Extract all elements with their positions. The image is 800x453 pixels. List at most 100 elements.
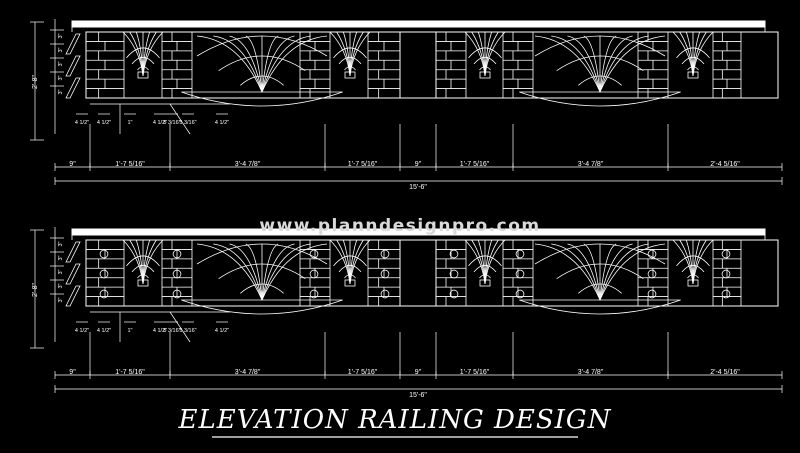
fan-bar [213, 35, 263, 93]
fan-base [687, 279, 699, 287]
fan-bar [551, 243, 601, 301]
fan-arc [676, 255, 710, 267]
brick-panel [367, 31, 401, 99]
brick-panel [161, 239, 193, 307]
fan-arc [240, 75, 284, 86]
circle-ornament [380, 289, 390, 299]
fan-bar [534, 243, 601, 301]
circle-ornament [515, 269, 525, 279]
fan-arc [578, 283, 622, 294]
fan-bar [567, 35, 601, 93]
dim-label-segment: 3'-4 7/8" [578, 161, 604, 168]
brick-panel [299, 239, 331, 307]
bowl-curve [519, 299, 681, 315]
dim-label-small: 3" [58, 89, 64, 94]
brick-panel [161, 31, 193, 99]
fan-arc [196, 243, 328, 265]
dim-label-detail: 1" [127, 120, 132, 126]
brick-panel [299, 31, 331, 99]
brick-panel [435, 239, 467, 307]
circle-ornament [449, 289, 459, 299]
fan-arc [333, 47, 367, 59]
zigzag-detail [65, 33, 81, 99]
circle-ornament [99, 249, 109, 259]
circle-ornament [309, 269, 319, 279]
brick-panel [367, 239, 401, 307]
dim-label-detail: 5 3/16" [163, 120, 180, 126]
dim-label-segment: 1'-7 5/16" [348, 161, 378, 168]
brick-panel [435, 31, 467, 99]
circle-ornament [99, 289, 109, 299]
dim-label-detail: 4 1/2" [75, 328, 89, 334]
fan-arc [556, 55, 644, 71]
elevation-lower: 2'-8"3"3"3"3"3"4 1/2"4 1/2"1"4 1/2"5 3/1… [30, 227, 783, 399]
dim-label-detail: 4 1/2" [97, 120, 111, 126]
top-rail [71, 20, 766, 28]
dim-label-small: 3" [58, 297, 64, 302]
fan-arc [126, 255, 160, 267]
circle-ornament [721, 289, 731, 299]
dim-label-detail: 1" [127, 328, 132, 334]
fan-base [479, 71, 491, 79]
fan-arc [468, 255, 502, 267]
fan-arc [676, 47, 710, 59]
dim-label-detail: 5 3/16" [179, 328, 196, 334]
dim-label-segment: 3'-4 7/8" [235, 161, 261, 168]
dim-label-segment: 2'-4 5/16" [710, 369, 740, 376]
fan-bar [599, 243, 666, 301]
drawing-title: ELEVATION RAILING DESIGN [178, 405, 612, 435]
fan-bar [551, 35, 601, 93]
circle-ornament [647, 289, 657, 299]
dim-label-segment: 1'-7 5/16" [460, 369, 490, 376]
circle-ornament [721, 269, 731, 279]
fan-base [344, 71, 356, 79]
fan-bar [261, 243, 328, 301]
circle-ornament [172, 269, 182, 279]
dim-label-small: 3" [58, 255, 64, 260]
bowl-curve [519, 91, 681, 107]
dim-label-detail: 4 1/2" [215, 120, 229, 126]
circle-ornament [721, 249, 731, 259]
dim-label-small: 3" [58, 75, 64, 80]
fan-arc [556, 263, 644, 279]
brick-panel [85, 31, 125, 99]
fan-arc [137, 274, 149, 279]
fan-base [687, 71, 699, 79]
circle-ornament [99, 269, 109, 279]
circle-ornament [647, 249, 657, 259]
railing-outline [85, 31, 779, 99]
fan-base [344, 279, 356, 287]
elevation-upper: 2'-8"3"3"3"3"3"4 1/2"4 1/2"1"4 1/2"5 3/1… [30, 19, 783, 191]
fan-arc [338, 264, 362, 273]
fan-bar [599, 35, 633, 93]
circle-ornament [647, 269, 657, 279]
fan-arc [473, 56, 497, 65]
dim-label-small: 3" [58, 47, 64, 52]
fan-arc [479, 274, 491, 279]
fan-arc [687, 274, 699, 279]
dim-line [169, 311, 191, 343]
dim-label-segment: 3'-4 7/8" [235, 369, 261, 376]
dim-label-detail: 4 1/2" [153, 328, 167, 334]
dim-label-small: 3" [58, 61, 64, 66]
fan-bar [261, 35, 295, 93]
fan-arc [137, 66, 149, 71]
brick-panel [502, 31, 534, 99]
railing-outline [85, 239, 779, 307]
dim-label-small: 3" [58, 283, 64, 288]
dim-label-height: 2'-8" [32, 75, 39, 89]
fan-arc [131, 264, 155, 273]
fan-bar [229, 243, 263, 301]
dim-label-segment: 9" [69, 161, 76, 168]
brick-panel [637, 239, 669, 307]
fan-bar [261, 35, 328, 93]
fan-arc [578, 75, 622, 86]
brick-panel [637, 31, 669, 99]
brick-panel [712, 239, 742, 307]
fan-bar [599, 243, 649, 301]
zigzag-detail [65, 241, 81, 307]
fan-bar [534, 35, 601, 93]
dim-label-overall: 15'-6" [409, 392, 427, 399]
dim-label-segment: 3'-4 7/8" [578, 369, 604, 376]
